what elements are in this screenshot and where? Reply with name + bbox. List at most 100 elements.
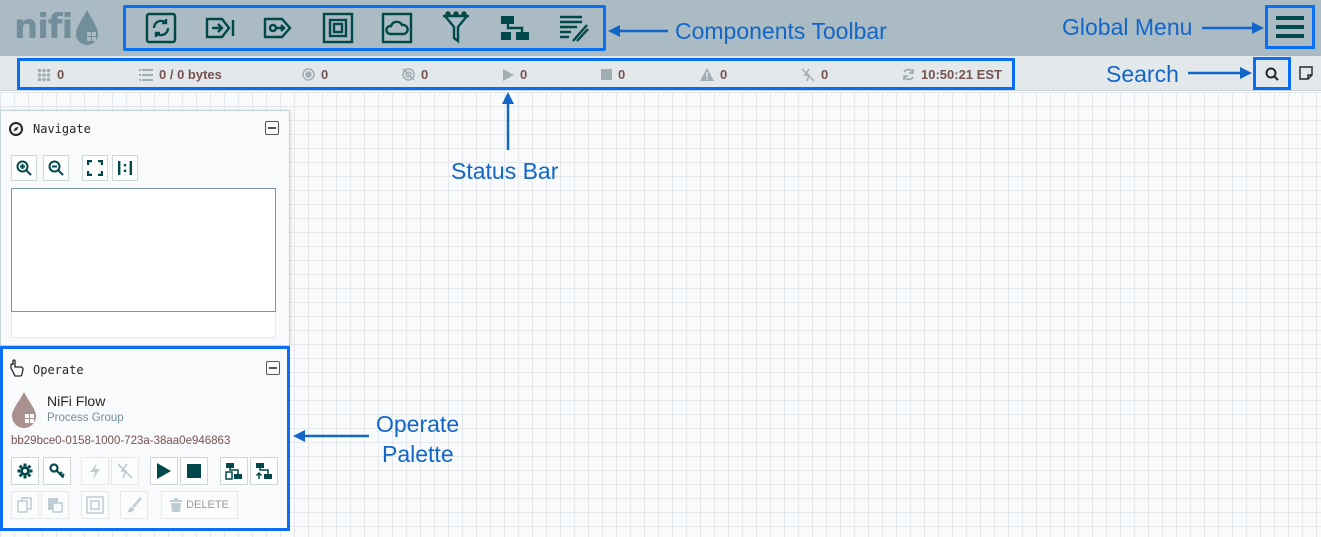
lightning-icon <box>90 463 100 479</box>
not-transmitting-icon <box>402 68 415 81</box>
selected-component-id: bb29bce0-0158-1000-723a-38aa0e946863 <box>11 435 231 447</box>
delete-label: DELETE <box>186 499 229 511</box>
invalid-stat: 0 <box>700 67 727 82</box>
zoom-in-icon <box>16 160 32 176</box>
queued-stat: 0 / 0 bytes <box>139 67 222 82</box>
label-icon <box>559 15 589 42</box>
threads-icon <box>37 68 51 82</box>
stopped-stat: 0 <box>601 67 625 82</box>
remote-process-group-tool[interactable] <box>368 8 427 48</box>
processor-tool[interactable] <box>132 8 191 48</box>
disable-icon <box>117 463 133 479</box>
paste-button[interactable] <box>41 491 69 519</box>
not-transmitting-stat: 0 <box>402 67 428 82</box>
funnel-icon <box>442 11 469 44</box>
global-menu-arrow <box>1202 22 1264 34</box>
running-stat: 0 <box>503 67 527 82</box>
copy-button[interactable] <box>11 491 39 519</box>
operate-palette-annotation-line1: Operate <box>376 411 460 437</box>
fit-screen-icon <box>87 160 103 176</box>
label-tool[interactable] <box>544 8 603 48</box>
create-template-icon <box>225 463 242 480</box>
status-bar-annotation: Status Bar <box>451 158 559 184</box>
components-toolbar-arrow <box>608 25 668 37</box>
remote-process-group-icon <box>381 12 413 44</box>
birdseye-view[interactable] <box>11 188 276 312</box>
disabled-stat: 0 <box>801 67 828 82</box>
nifi-drop-icon <box>76 10 99 45</box>
play-icon <box>157 463 171 479</box>
disabled-icon <box>801 67 815 82</box>
status-row <box>0 56 1321 91</box>
zoom-out-button[interactable] <box>43 155 69 181</box>
operate-palette-annotation-line2: Palette <box>382 441 454 467</box>
app-header: nifi <box>0 0 1321 56</box>
components-toolbar <box>123 5 606 51</box>
actual-size-button[interactable] <box>112 155 138 181</box>
selected-component-type: Process Group <box>47 412 124 424</box>
play-icon <box>503 68 514 81</box>
pointer-hand-icon <box>10 359 24 377</box>
status-bar: 0 0 / 0 bytes 0 0 0 0 0 <box>17 58 1015 90</box>
input-port-icon <box>206 17 235 39</box>
operate-title: Operate <box>33 363 84 377</box>
warning-icon <box>700 68 714 81</box>
collapse-operate-button[interactable] <box>266 361 280 375</box>
configure-button[interactable] <box>11 457 39 485</box>
collapse-navigate-button[interactable] <box>265 121 279 135</box>
fit-button[interactable] <box>82 155 108 181</box>
search-annotation: Search <box>1106 61 1179 87</box>
list-icon <box>139 68 153 81</box>
stop-icon <box>187 464 201 478</box>
status-bar-arrow <box>502 92 514 150</box>
upload-template-button[interactable] <box>250 457 278 485</box>
bulletin-board-button[interactable] <box>1295 62 1317 84</box>
navigate-title: Navigate <box>33 122 91 136</box>
zoom-in-button[interactable] <box>11 155 37 181</box>
stop-button[interactable] <box>180 457 208 485</box>
sticky-note-icon <box>1299 66 1313 80</box>
copy-icon <box>17 497 32 513</box>
navigate-palette: Navigate <box>0 110 290 346</box>
processor-icon <box>146 12 177 44</box>
components-toolbar-annotation: Components Toolbar <box>675 18 887 44</box>
group-button[interactable] <box>81 491 109 519</box>
upload-template-icon <box>255 463 272 479</box>
paintbrush-icon <box>127 497 142 513</box>
process-group-icon <box>322 12 354 44</box>
paste-icon <box>48 498 63 513</box>
group-icon <box>86 496 104 514</box>
global-menu-annotation: Global Menu <box>1062 14 1193 40</box>
hamburger-icon <box>1276 16 1304 38</box>
access-policies-button[interactable] <box>43 457 71 485</box>
compass-icon <box>9 122 23 136</box>
input-port-tool[interactable] <box>191 8 250 48</box>
enable-button[interactable] <box>81 457 109 485</box>
create-template-button[interactable] <box>220 457 248 485</box>
funnel-tool[interactable] <box>426 8 485 48</box>
delete-button[interactable]: DELETE <box>161 491 238 519</box>
search-arrow <box>1188 67 1252 79</box>
selected-component-name: NiFi Flow <box>47 393 106 409</box>
start-button[interactable] <box>150 457 178 485</box>
operate-palette-arrow <box>293 430 369 442</box>
transmitting-icon <box>302 68 315 81</box>
change-color-button[interactable] <box>120 491 148 519</box>
output-port-tool[interactable] <box>250 8 309 48</box>
disable-button[interactable] <box>111 457 139 485</box>
refresh-stat[interactable]: 10:50:21 EST <box>902 67 1002 82</box>
template-icon <box>500 16 529 40</box>
operate-palette: Operate NiFi Flow Process Group bb29bce0… <box>0 346 290 531</box>
active-threads-stat: 0 <box>37 67 64 82</box>
zoom-out-icon <box>48 160 64 176</box>
nifi-logo: nifi <box>14 6 100 48</box>
gear-icon <box>17 463 33 479</box>
search-button[interactable] <box>1253 57 1291 90</box>
process-group-tool[interactable] <box>309 8 368 48</box>
global-menu-button[interactable] <box>1265 5 1315 49</box>
birdseye-footer <box>11 312 276 338</box>
trash-icon <box>170 498 183 512</box>
refresh-icon[interactable] <box>902 68 915 81</box>
template-tool[interactable] <box>485 8 544 48</box>
actual-size-icon <box>118 161 132 175</box>
